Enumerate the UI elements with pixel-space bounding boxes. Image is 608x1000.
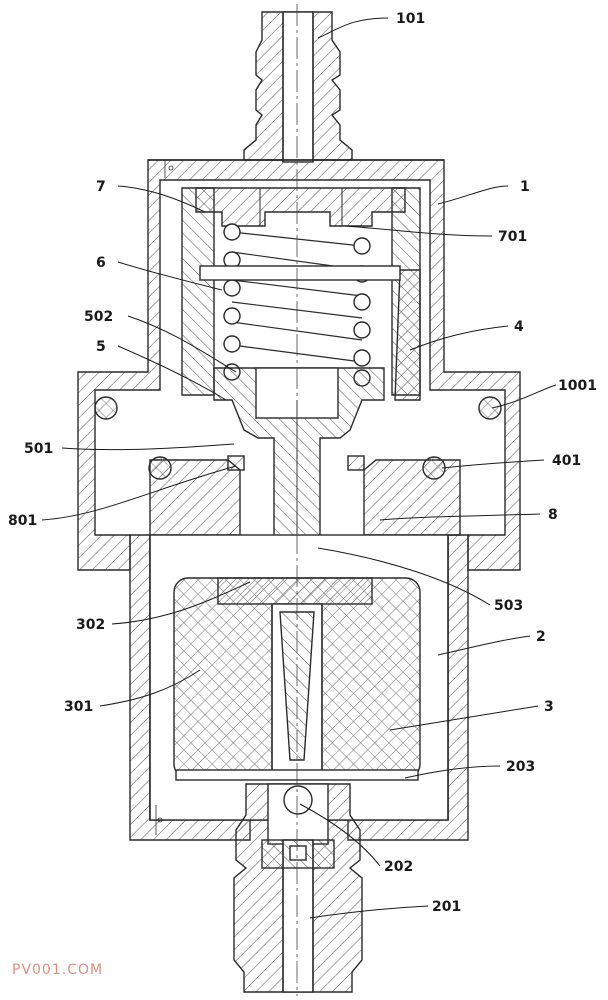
outlet-fitting xyxy=(233,783,363,993)
label-201: 201 xyxy=(432,899,461,915)
label-502: 502 xyxy=(84,309,113,325)
inlet-fitting xyxy=(243,11,353,163)
inner-sleeve xyxy=(181,187,421,401)
seal-ring-right xyxy=(347,455,365,471)
label-8: 8 xyxy=(548,507,558,523)
label-1: 1 xyxy=(520,179,530,195)
label-2: 2 xyxy=(536,629,546,645)
label-7: 7 xyxy=(96,179,106,195)
label-3: 3 xyxy=(544,699,554,715)
label-302: 302 xyxy=(76,617,105,633)
reference-labels: 101 1 7 701 6 502 4 5 1001 501 401 801 8… xyxy=(8,11,597,915)
label-203: 203 xyxy=(506,759,535,775)
label-501: 501 xyxy=(24,441,53,457)
label-801: 801 xyxy=(8,513,37,529)
label-4: 4 xyxy=(514,319,524,335)
spring-cap xyxy=(195,187,406,227)
o-rings xyxy=(94,396,502,480)
watermark: PV001.COM xyxy=(12,962,104,978)
label-202: 202 xyxy=(384,859,413,875)
label-101: 101 xyxy=(396,11,425,27)
label-401: 401 xyxy=(552,453,581,469)
label-1001: 1001 xyxy=(558,378,597,394)
spring-retainer xyxy=(199,265,401,281)
label-301: 301 xyxy=(64,699,93,715)
label-701: 701 xyxy=(498,229,527,245)
label-5: 5 xyxy=(96,339,106,355)
label-6: 6 xyxy=(96,255,106,271)
upper-housing xyxy=(77,159,521,571)
label-503: 503 xyxy=(494,598,523,614)
leader-lines xyxy=(41,17,557,919)
